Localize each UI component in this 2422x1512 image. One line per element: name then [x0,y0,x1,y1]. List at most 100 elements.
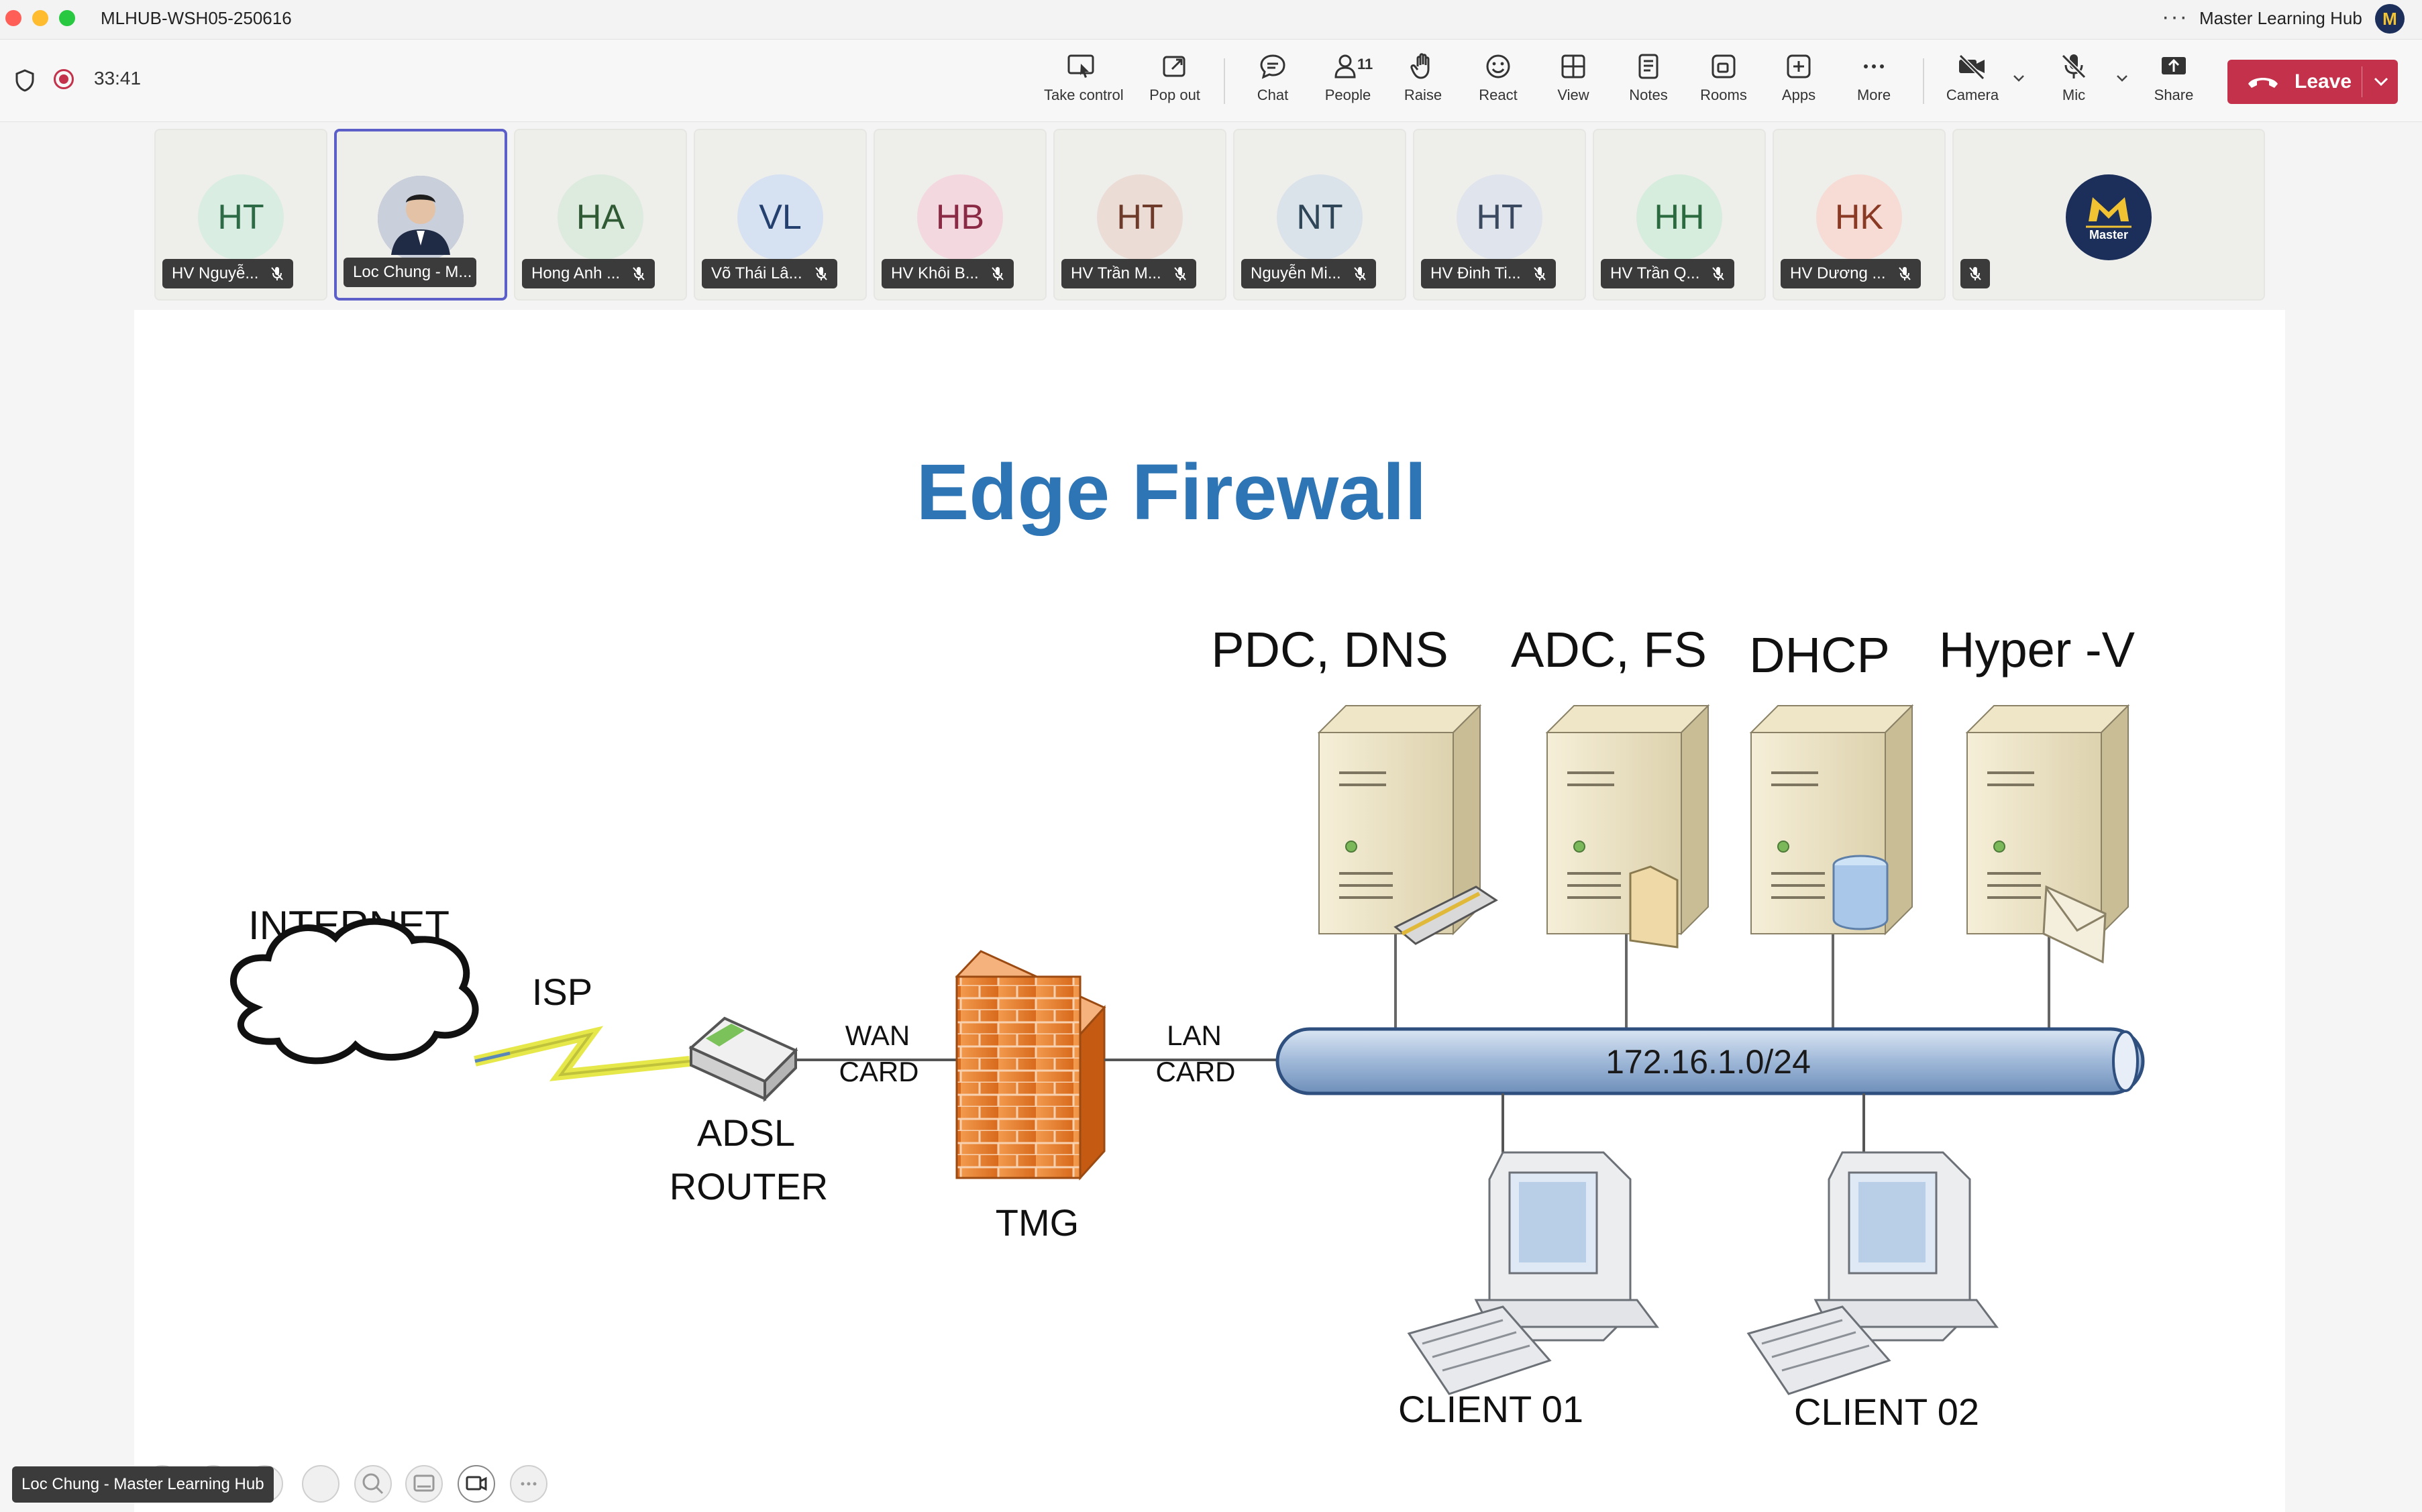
rooms-button[interactable]: Rooms [1700,52,1747,104]
internet-cloud-icon [230,918,479,1065]
control-add-button[interactable] [302,1465,339,1503]
toolbar-divider [1923,58,1924,104]
participant-tile[interactable]: HH HV Trần Q... [1593,129,1766,301]
shield-icon [15,69,34,92]
participant-name: HV Trần Q... [1610,264,1700,282]
react-button[interactable]: React [1475,52,1522,104]
isp-label: ISP [532,971,592,1013]
view-button[interactable]: View [1550,52,1597,104]
take-control-icon [1067,54,1094,78]
notes-button[interactable]: Notes [1625,52,1672,104]
participant-tile[interactable]: HT HV Đinh Ti... [1413,129,1586,301]
participant-avatar: HT [1097,174,1183,260]
rooms-icon [1712,54,1736,78]
participant-name-badge: Loc Chung - M... [344,258,476,287]
participant-name: HV Dương ... [1790,264,1886,282]
camera-off-icon [1958,54,1985,80]
adsl-router-icon [688,1016,798,1102]
zoom-search-button[interactable] [354,1465,392,1503]
more-options-icon[interactable]: ··· [2162,4,2189,30]
camera-options-chevron-icon[interactable] [2011,70,2026,85]
muted-mic-icon [1173,267,1186,280]
more-button[interactable]: More [1850,52,1897,104]
more-controls-button[interactable] [510,1465,547,1503]
master-logo-avatar: Master [2066,174,2152,260]
window-title-bar: MLHUB-WSH05-250616 ··· Master Learning H… [0,0,2422,40]
notes-icon [1638,54,1658,79]
muted-mic-icon [1533,267,1546,280]
muted-mic-icon [991,267,1004,280]
participant-name-badge: HV Trần M... [1061,259,1196,288]
recording-icon [54,69,74,89]
chat-icon [1260,54,1285,79]
participant-name-badge: HV Khôi B... [882,259,1014,288]
participant-tile-organization[interactable]: Master [1952,129,2265,301]
toolbar-divider [1224,58,1225,104]
wan-card-label-2: CARD [839,1056,918,1087]
participant-avatar: HT [1457,174,1542,260]
network-bus-pipe [1275,1027,2145,1095]
add-app-icon [1787,54,1811,78]
meeting-toolbar: 33:41 Take control Pop out Chat 11 Peopl… [0,40,2422,122]
people-button[interactable]: 11 People [1318,52,1378,104]
raise-hand-button[interactable]: Raise [1400,52,1446,104]
share-button[interactable]: Share [2147,52,2201,104]
participant-photo-avatar [378,176,464,262]
meeting-timer: 33:41 [94,68,142,89]
participant-name: HV Trần M... [1071,264,1161,282]
people-icon [1334,54,1356,78]
mic-button[interactable]: Mic [2044,52,2104,104]
master-logo-icon: Master [2086,197,2131,241]
server-label-hyper-v: Hyper -V [1939,622,2136,678]
minimize-window-icon[interactable] [32,10,48,26]
tmg-firewall-icon [955,950,1106,1181]
chat-button[interactable]: Chat [1249,52,1296,104]
participant-avatar: HK [1816,174,1902,260]
camera-button[interactable]: Camera [1939,52,2006,104]
leave-options-chevron-icon[interactable] [2372,74,2390,89]
zoom-window-icon[interactable] [59,10,75,26]
network-subnet-label: 172.16.1.0/24 [1605,1043,1811,1081]
caption-button[interactable] [405,1465,443,1503]
participant-avatar: HT [198,174,284,260]
pop-out-button[interactable]: Pop out [1145,52,1205,104]
participant-tile[interactable]: HT HV Nguyễ... [154,129,327,301]
mic-options-chevron-icon[interactable] [2115,70,2129,85]
participant-name: HV Nguyễ... [172,264,259,282]
participant-tile[interactable]: HK HV Dương ... [1773,129,1946,301]
mic-off-icon [2061,54,2087,79]
leave-button[interactable]: Leave [2227,60,2398,104]
muted-badge [1960,259,1990,288]
slide-title: Edge Firewall [916,448,1427,537]
window-title: MLHUB-WSH05-250616 [101,8,292,28]
person-photo-icon [378,176,464,262]
close-window-icon[interactable] [5,10,21,26]
presenter-name-label: Loc Chung - Master Learning Hub [12,1466,274,1503]
muted-mic-icon [1353,267,1366,280]
server-adc-fs-icon [1546,704,1709,935]
participant-tile[interactable]: Loc Chung - M... [334,129,507,301]
ellipsis-icon [521,1482,537,1486]
take-control-button[interactable]: Take control [1044,52,1124,104]
apps-button[interactable]: Apps [1775,52,1822,104]
ellipsis-icon [1864,64,1884,68]
participant-avatar: HH [1636,174,1722,260]
participant-name: HV Đinh Ti... [1430,264,1521,282]
muted-mic-icon [814,267,827,280]
client-01-computer-icon [1408,1151,1658,1395]
adsl-router-label-2: ROUTER [670,1165,828,1207]
client-01-label: CLIENT 01 [1398,1388,1583,1430]
participant-avatar: VL [737,174,823,260]
video-icon [466,1476,487,1491]
participant-tile[interactable]: HT HV Trần M... [1053,129,1226,301]
tmg-label: TMG [996,1201,1079,1244]
org-logo[interactable]: M [2375,4,2405,34]
video-toggle-button[interactable] [458,1465,495,1503]
participant-name-badge: Võ Thái Lâ... [702,259,837,288]
server-label-adc-fs: ADC, FS [1511,622,1707,678]
